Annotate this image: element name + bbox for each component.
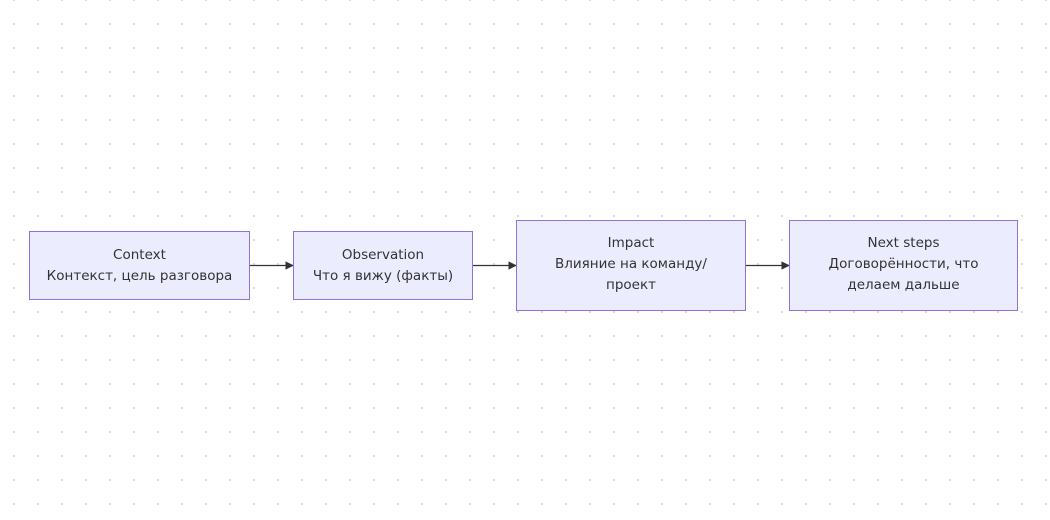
node-title: Next steps	[867, 235, 940, 251]
node-title: Observation	[341, 246, 425, 263]
node-title: Context	[113, 246, 166, 263]
node-text: Что я вижу (факты)	[312, 267, 454, 284]
node-title: Impact	[607, 235, 655, 251]
node-text: Контекст, цель разговора	[46, 267, 233, 284]
node-next-steps[interactable]: Next steps Договорённости, что делаем да…	[789, 220, 1018, 311]
node-context[interactable]: Context Контекст, цель разговора	[29, 231, 250, 300]
node-text-line-1: Договорённости, что	[828, 256, 979, 272]
node-impact[interactable]: Impact Влияние на команду/ проект	[516, 220, 746, 311]
node-text-line-1: Влияние на команду/	[555, 256, 707, 272]
node-observation[interactable]: Observation Что я вижу (факты)	[293, 231, 473, 300]
node-text-line-2: делаем дальше	[847, 277, 960, 293]
node-text-line-2: проект	[606, 277, 656, 293]
